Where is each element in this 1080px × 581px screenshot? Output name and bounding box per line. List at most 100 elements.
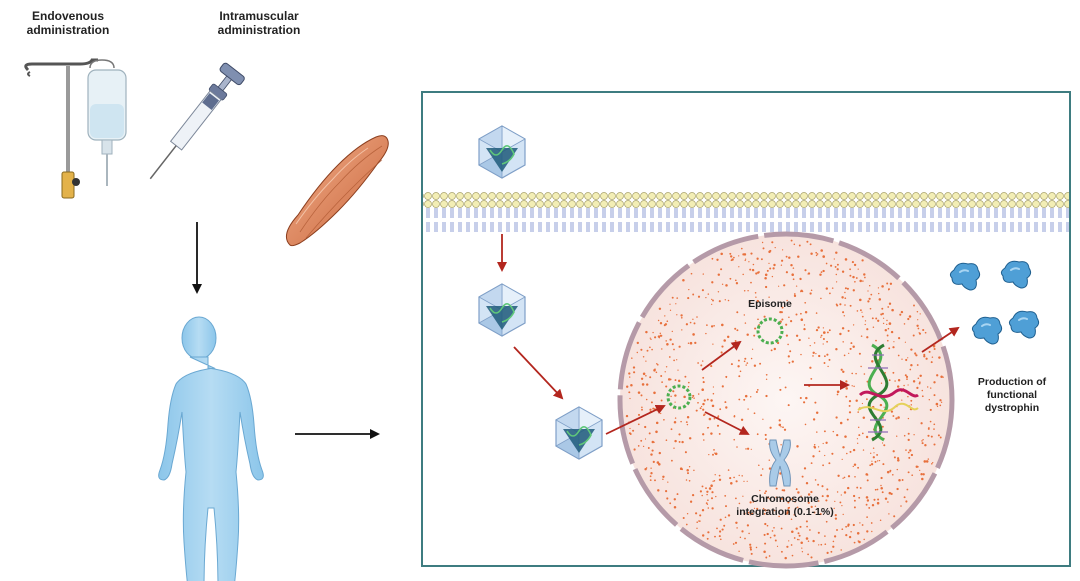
nucleus-speckle (699, 514, 702, 517)
nucleus-speckle (739, 370, 742, 373)
nucleus-speckle (680, 420, 682, 423)
nucleus-speckle (746, 524, 750, 527)
nucleus-speckle (660, 412, 662, 415)
nucleus-speckle (664, 315, 666, 317)
nucleus-speckle (721, 283, 724, 285)
nucleus-speckle (711, 281, 714, 284)
nucleus-speckle (809, 344, 811, 347)
nucleus-speckle (651, 449, 654, 452)
nucleus-speckle (636, 351, 639, 354)
nucleus-speckle (822, 337, 825, 341)
nucleus-speckle (716, 527, 718, 530)
nucleus-speckle (719, 408, 722, 411)
nucleus-speckle (880, 476, 883, 480)
nucleus-speckle (849, 450, 852, 453)
nucleus-speckle (893, 341, 895, 343)
nucleus-speckle (756, 257, 759, 260)
nucleus-speckle (835, 416, 838, 419)
nucleus-speckle (847, 475, 851, 478)
nucleus-speckle (826, 340, 828, 343)
nucleus-speckle (781, 259, 784, 262)
nucleus-speckle (646, 349, 649, 352)
nucleus-speckle (790, 544, 793, 546)
nucleus-speckle (897, 385, 900, 388)
nucleus-speckle (866, 516, 868, 518)
nucleus-speckle (823, 331, 826, 334)
nucleus-speckle (862, 449, 865, 451)
nucleus-speckle (892, 346, 895, 349)
nucleus-speckle (921, 395, 924, 398)
nucleus-speckle (882, 463, 885, 466)
cell-membrane (423, 192, 1069, 232)
nucleus-speckle (738, 550, 740, 552)
nucleus-speckle (912, 334, 915, 337)
nucleus-speckle (744, 537, 746, 540)
nucleus-speckle (706, 398, 709, 401)
nucleus-speckle (749, 396, 752, 398)
nucleus-speckle (790, 518, 793, 521)
nucleus-speckle (655, 371, 658, 374)
nucleus-speckle (851, 372, 854, 375)
nucleus-speckle (888, 322, 892, 325)
nucleus-speckle (841, 528, 844, 531)
nucleus-speckle (852, 275, 855, 279)
nucleus-speckle (790, 320, 793, 323)
nucleus-speckle (735, 521, 738, 525)
nucleus-speckle (836, 390, 840, 394)
nucleus-speckle (795, 488, 798, 491)
nucleus-speckle (886, 323, 888, 326)
nucleus-speckle (868, 506, 871, 509)
nucleus-speckle (857, 466, 860, 469)
nucleus-speckle (846, 287, 849, 290)
dna-helix-icon (857, 343, 919, 442)
nucleus-speckle (836, 263, 839, 266)
nucleus-speckle (703, 439, 705, 441)
nucleus-speckle (759, 489, 761, 492)
nucleus-speckle (776, 545, 779, 548)
nucleus-speckle (762, 507, 765, 510)
nucleus-speckle (753, 334, 756, 337)
nucleus-speckle (888, 379, 891, 382)
nucleus-speckle (734, 340, 737, 342)
nucleus-speckle (859, 487, 862, 489)
nucleus-speckle (923, 460, 927, 463)
nucleus-speckle (696, 527, 698, 530)
nucleus-speckle (665, 439, 668, 442)
nucleus-speckle (933, 443, 936, 446)
nucleus-speckle (734, 279, 737, 282)
nucleus-speckle (828, 329, 831, 332)
nucleus-speckle (779, 377, 781, 379)
nucleus-speckle (861, 402, 864, 405)
nucleus-speckle (706, 324, 708, 326)
nucleus-speckle (775, 496, 777, 499)
nucleus-speckle (663, 418, 665, 421)
nucleus-speckle (682, 279, 685, 282)
nucleus-speckle (702, 381, 705, 384)
nucleus-speckle (695, 409, 698, 412)
nucleus-speckle (801, 551, 804, 553)
nucleus-speckle (710, 484, 713, 487)
nucleus-speckle (670, 395, 672, 398)
nucleus-speckle (884, 328, 888, 332)
nucleus-speckle (744, 258, 747, 260)
nucleus-speckle (721, 385, 724, 388)
nucleus-speckle (903, 323, 906, 325)
nucleus-speckle (685, 323, 689, 326)
nucleus-speckle (750, 552, 753, 555)
nucleus-speckle (664, 371, 666, 373)
nucleus-speckle (822, 464, 824, 467)
nucleus-speckle (907, 432, 910, 435)
nucleus-speckle (840, 494, 842, 496)
nucleus-speckle (851, 261, 854, 264)
nucleus-speckle (867, 300, 870, 303)
nucleus-speckle (857, 268, 859, 270)
nucleus-speckle (881, 285, 884, 288)
nucleus-speckle (863, 373, 866, 375)
nucleus-speckle (697, 401, 699, 404)
nucleus-speckle (702, 360, 704, 362)
nucleus-speckle (835, 281, 838, 283)
nucleus-speckle (784, 386, 787, 389)
nucleus-speckle (711, 507, 714, 510)
nucleus-speckle (751, 512, 754, 515)
nucleus-speckle (890, 410, 894, 413)
